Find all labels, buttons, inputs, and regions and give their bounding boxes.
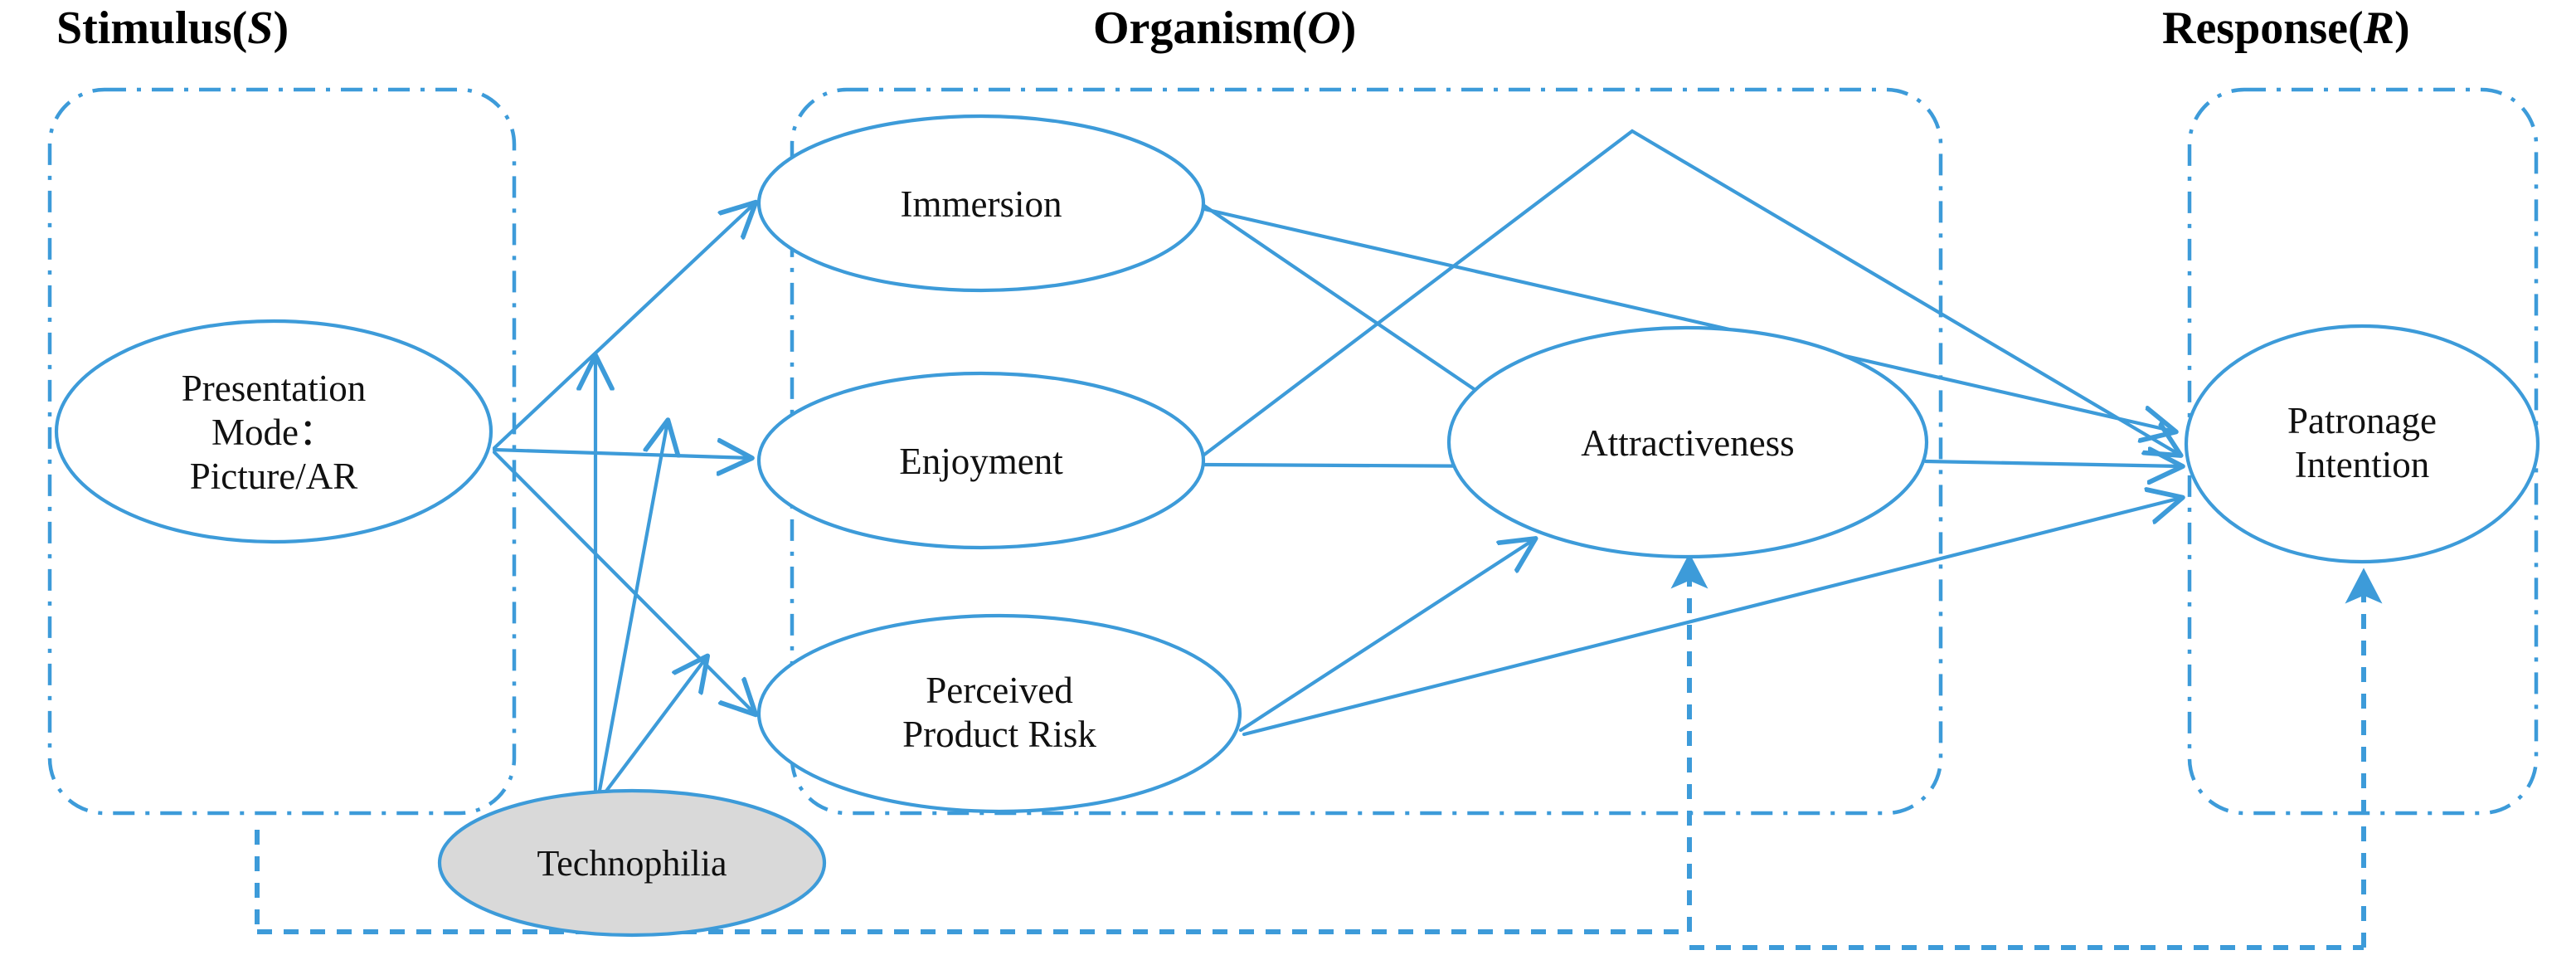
group-title-stimulus-end: ) [273,2,289,54]
path-perceived-risk-to-patronage [1242,498,2181,737]
path-presentation-to-immersion [492,203,755,451]
group-title-response: Response(R) [2162,2,2410,55]
structural-paths [492,129,2181,799]
group-title-organism-main: Organism( [1093,2,1308,54]
node-attractiveness[interactable] [1446,325,1929,559]
group-title-response-main: Response( [2162,2,2364,54]
node-enjoyment[interactable] [756,371,1206,550]
node-patronage-intention[interactable] [2184,324,2540,564]
path-immersion-to-patronage [1202,207,2175,431]
path-technophilia-to-presentation-risk-link [600,657,707,799]
group-title-organism: Organism(O) [1093,2,1356,55]
node-shapes [54,114,2540,938]
group-title-response-italic: R [2363,2,2395,54]
path-technophilia-to-presentation-enjoyment-link [596,422,668,797]
group-box-stimulus [47,87,517,816]
group-title-stimulus: Stimulus(S) [56,2,289,55]
node-presentation-mode[interactable] [54,319,493,544]
group-box-organism [790,87,1943,816]
path-presentation-to-enjoyment [492,450,751,458]
group-title-organism-italic: O [1307,2,1341,54]
path-enjoyment-to-patronage [1202,129,2180,455]
group-title-response-end: ) [2394,2,2410,54]
group-title-stimulus-italic: S [247,2,274,54]
group-title-organism-end: ) [1340,2,1357,54]
moderation-paths [255,553,2383,950]
node-perceived-product-risk[interactable] [756,613,1242,814]
path-attractiveness-to-patronage [1923,461,2181,466]
path-perceived-risk-to-attractiveness [1238,539,1534,733]
group-title-stimulus-main: Stimulus( [56,2,248,54]
node-technophilia[interactable] [437,788,827,938]
path-immersion-to-attractiveness [1202,203,1509,413]
node-immersion[interactable] [756,114,1206,293]
path-presentation-to-perceived-risk [492,450,755,714]
